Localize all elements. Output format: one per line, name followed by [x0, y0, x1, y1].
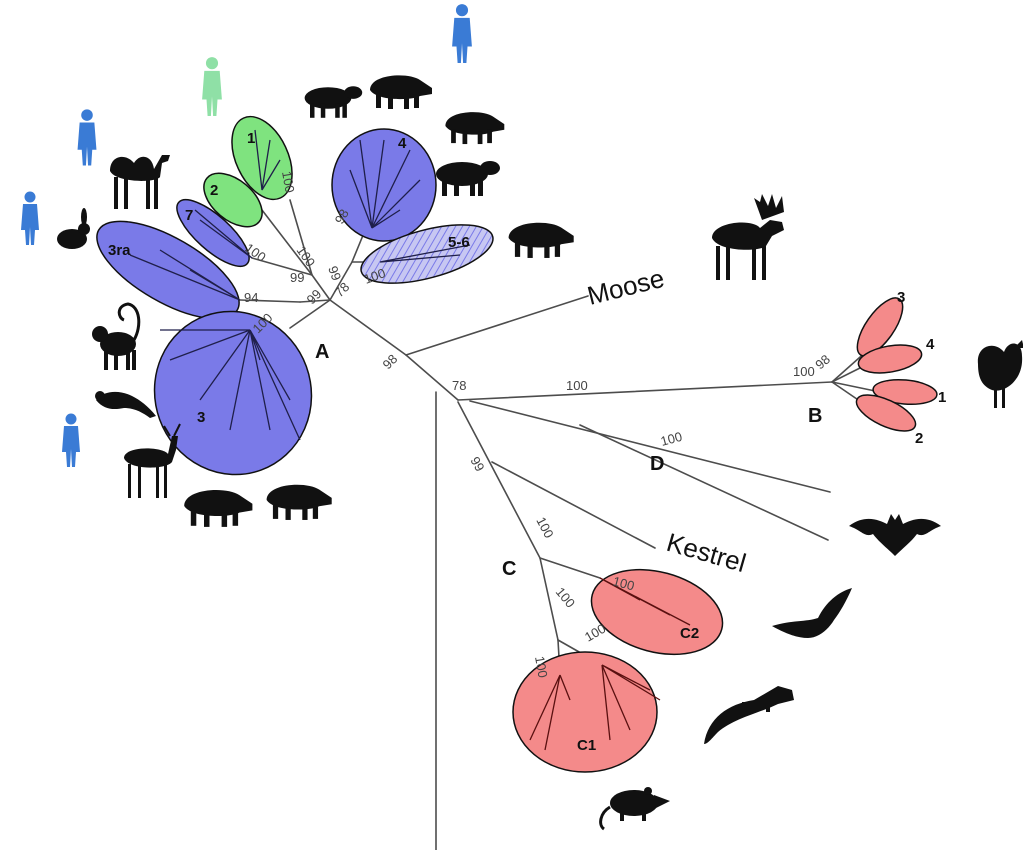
- label-b4: 4: [926, 336, 935, 353]
- label-group-2: 2: [210, 182, 218, 199]
- eagle-icon: [772, 588, 852, 638]
- label-b3: 3: [897, 289, 905, 306]
- bootstrap-value: 100: [659, 429, 684, 449]
- bootstrap-value: 99: [290, 270, 304, 285]
- cattle-icon: [436, 161, 500, 196]
- clade-a-label: A: [315, 341, 329, 363]
- human-icon: [62, 414, 80, 468]
- monkey-icon: [92, 304, 139, 370]
- bootstrap-value: 100: [566, 378, 588, 393]
- label-c2: C2: [680, 625, 699, 642]
- bootstrap-value: 99: [467, 454, 487, 474]
- sheep-icon: [305, 86, 363, 118]
- label-group-7: 7: [185, 207, 193, 224]
- human-icon: [78, 109, 97, 165]
- mongoose-icon: [95, 391, 156, 418]
- clade-c-label: C: [502, 558, 516, 580]
- human-icon: [452, 4, 472, 63]
- label-group-1: 1: [247, 130, 255, 147]
- wild-boar-icon: [184, 490, 252, 527]
- human-icon: [202, 57, 222, 116]
- bootstrap-value: 98: [380, 351, 401, 372]
- bootstrap-value: 98: [812, 352, 833, 373]
- label-group-5-6: 5-6: [448, 234, 470, 251]
- label-c1: C1: [577, 737, 596, 754]
- bat-icon: [849, 514, 941, 556]
- clade-b-label: B: [808, 405, 822, 427]
- label-group-3ra: 3ra: [108, 242, 131, 259]
- wild-boar-icon: [509, 223, 574, 258]
- bootstrap-value: 94: [244, 290, 258, 305]
- bootstrap-value: 78: [332, 279, 353, 300]
- bootstrap-value: 100: [553, 584, 578, 610]
- clade-labels: A B C D Moose Kestrel: [315, 263, 822, 580]
- moose-taxon-label: Moose: [584, 263, 667, 311]
- bootstrap-value: 99: [304, 286, 325, 307]
- pig-icon: [445, 112, 504, 144]
- label-b1: 1: [938, 389, 946, 406]
- bootstrap-value: 100: [793, 364, 815, 379]
- bootstrap-value: 100: [533, 514, 556, 540]
- group-ellipses: [83, 107, 938, 772]
- wild-boar-icon: [370, 75, 432, 109]
- pig-icon: [267, 485, 332, 520]
- rabbit-icon: [57, 208, 90, 249]
- label-group-4: 4: [398, 135, 407, 152]
- group-4-ellipse: [332, 129, 436, 241]
- rat-icon: [601, 787, 670, 829]
- moose-icon: [712, 194, 784, 280]
- chicken-icon: [978, 340, 1023, 408]
- human-icon: [21, 192, 39, 246]
- label-group-3: 3: [197, 409, 205, 426]
- camel-icon: [110, 155, 170, 209]
- clade-d-label: D: [650, 453, 664, 475]
- bootstrap-value: 78: [452, 378, 466, 393]
- bootstrap-value: 100: [294, 243, 319, 269]
- group-c2-ellipse: [582, 556, 732, 668]
- ferret-icon: [704, 686, 794, 744]
- kestrel-taxon-label: Kestrel: [663, 527, 749, 578]
- label-b2: 2: [915, 430, 923, 447]
